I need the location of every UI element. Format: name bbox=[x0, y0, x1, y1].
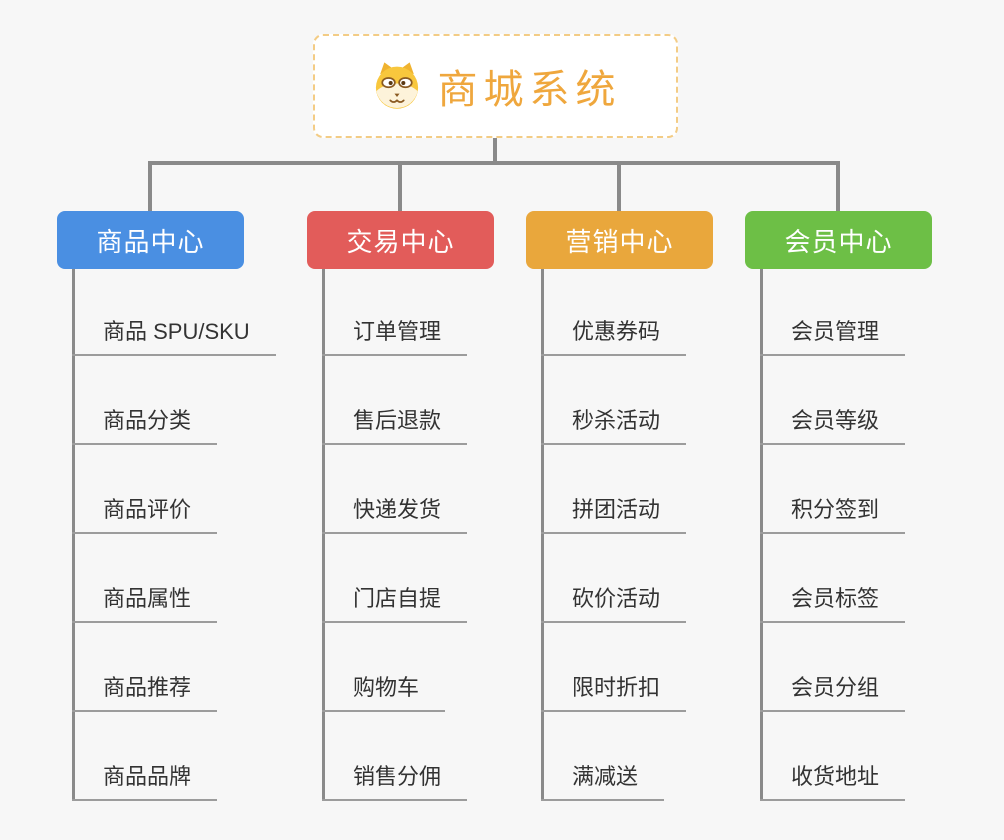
connector-horizontal-rail bbox=[148, 161, 840, 165]
node-product-attribute[interactable]: 商品属性 bbox=[72, 585, 218, 623]
dog-face-icon bbox=[375, 62, 418, 109]
connector-branch-stub bbox=[148, 161, 152, 211]
connector-branch-stub bbox=[398, 161, 402, 211]
branch-label: 会员中心 bbox=[784, 226, 893, 257]
branch-trade-center: 交易中心 订单管理 售后退款 快递发货 门店自提 购物车 销售分佣 bbox=[307, 211, 537, 811]
node-product-review[interactable]: 商品评价 bbox=[72, 496, 218, 534]
node-store-pickup[interactable]: 门店自提 bbox=[322, 585, 468, 623]
branch-connector-line bbox=[322, 269, 325, 800]
branch-node-trade-center[interactable]: 交易中心 bbox=[307, 211, 494, 269]
branch-marketing-center: 营销中心 优惠券码 秒杀活动 拼团活动 砍价活动 限时折扣 满减送 bbox=[526, 211, 756, 811]
branch-node-member-center[interactable]: 会员中心 bbox=[745, 211, 932, 269]
node-product-brand[interactable]: 商品品牌 bbox=[72, 763, 218, 801]
connector-branch-stub bbox=[617, 161, 621, 211]
root-title: 商城系统 bbox=[437, 68, 622, 112]
connector-branch-stub bbox=[836, 161, 840, 211]
node-product-spu-sku[interactable]: 商品 SPU/SKU bbox=[72, 318, 276, 356]
branch-node-product-center[interactable]: 商品中心 bbox=[57, 211, 244, 269]
root-node-mall-system[interactable]: 商城系统 bbox=[313, 34, 678, 138]
node-bargain-activity[interactable]: 砍价活动 bbox=[541, 585, 687, 623]
node-member-tag[interactable]: 会员标签 bbox=[760, 585, 906, 623]
node-limited-time-discount[interactable]: 限时折扣 bbox=[541, 674, 687, 712]
node-points-checkin[interactable]: 积分签到 bbox=[760, 496, 906, 534]
node-group-buy[interactable]: 拼团活动 bbox=[541, 496, 687, 534]
node-coupon-code[interactable]: 优惠券码 bbox=[541, 318, 687, 356]
branch-label: 交易中心 bbox=[346, 226, 455, 257]
node-member-level[interactable]: 会员等级 bbox=[760, 407, 906, 445]
node-order-management[interactable]: 订单管理 bbox=[322, 318, 468, 356]
node-after-sale-refund[interactable]: 售后退款 bbox=[322, 407, 468, 445]
branch-product-center: 商品中心 商品 SPU/SKU 商品分类 商品评价 商品属性 商品推荐 商品品牌 bbox=[57, 211, 287, 811]
node-member-management[interactable]: 会员管理 bbox=[760, 318, 906, 356]
branch-member-center: 会员中心 会员管理 会员等级 积分签到 会员标签 会员分组 收货地址 bbox=[745, 211, 975, 811]
node-product-category[interactable]: 商品分类 bbox=[72, 407, 218, 445]
node-flash-sale[interactable]: 秒杀活动 bbox=[541, 407, 687, 445]
branch-connector-line bbox=[541, 269, 544, 800]
node-full-reduction-gift[interactable]: 满减送 bbox=[541, 763, 665, 801]
node-express-delivery[interactable]: 快递发货 bbox=[322, 496, 468, 534]
branch-label: 商品中心 bbox=[96, 226, 205, 257]
connector-root-stub bbox=[493, 138, 497, 163]
branch-connector-line bbox=[72, 269, 75, 800]
branch-connector-line bbox=[760, 269, 763, 800]
node-shipping-address[interactable]: 收货地址 bbox=[760, 763, 906, 801]
node-product-recommend[interactable]: 商品推荐 bbox=[72, 674, 218, 712]
node-shopping-cart[interactable]: 购物车 bbox=[322, 674, 446, 712]
node-sales-commission[interactable]: 销售分佣 bbox=[322, 763, 468, 801]
branch-node-marketing-center[interactable]: 营销中心 bbox=[526, 211, 713, 269]
node-member-group[interactable]: 会员分组 bbox=[760, 674, 906, 712]
branch-label: 营销中心 bbox=[565, 226, 674, 257]
